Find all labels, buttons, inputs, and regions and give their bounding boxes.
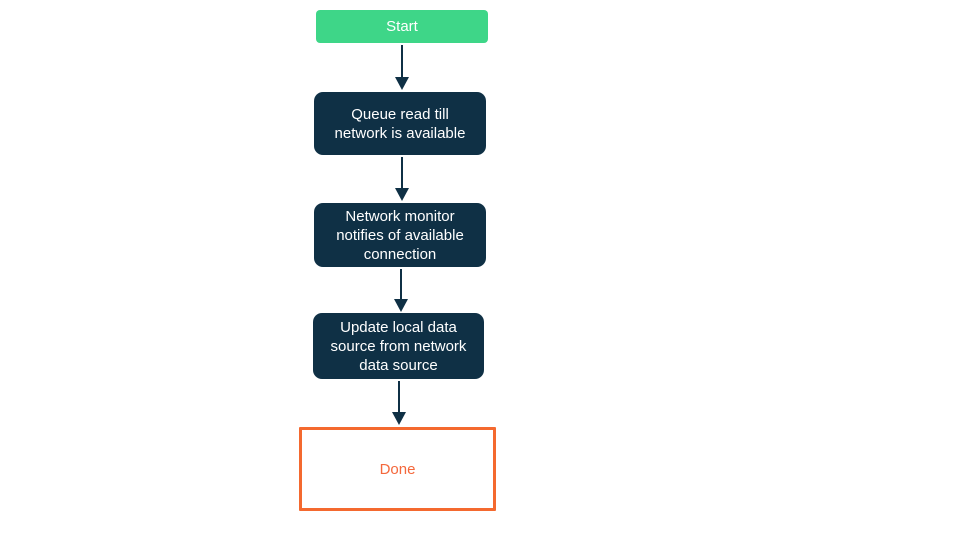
node-network-monitor[interactable]: Network monitor notifies of available co… <box>314 203 486 267</box>
arrowhead-down-icon <box>395 188 409 201</box>
node-start-label: Start <box>386 18 418 35</box>
node-queue-read[interactable]: Queue read till network is available <box>314 92 486 155</box>
node-start[interactable]: Start <box>316 10 488 43</box>
node-queue-read-label: Queue read till network is available <box>334 105 466 142</box>
arrowhead-down-icon <box>395 77 409 90</box>
connector-queue-to-monitor <box>394 157 410 202</box>
connector-line <box>400 269 402 299</box>
node-update-local-data-label: Update local data source from network da… <box>330 318 467 374</box>
node-update-local-data[interactable]: Update local data source from network da… <box>313 313 484 379</box>
connector-line <box>398 381 400 412</box>
arrowhead-down-icon <box>394 299 408 312</box>
connector-start-to-queue <box>394 45 410 91</box>
arrowhead-down-icon <box>392 412 406 425</box>
node-done[interactable]: Done <box>299 427 496 511</box>
connector-line <box>401 157 403 188</box>
node-network-monitor-label: Network monitor notifies of available co… <box>336 207 464 263</box>
connector-update-to-done <box>391 381 407 425</box>
node-done-label: Done <box>379 460 416 478</box>
connector-line <box>401 45 403 77</box>
connector-monitor-to-update <box>393 269 409 312</box>
